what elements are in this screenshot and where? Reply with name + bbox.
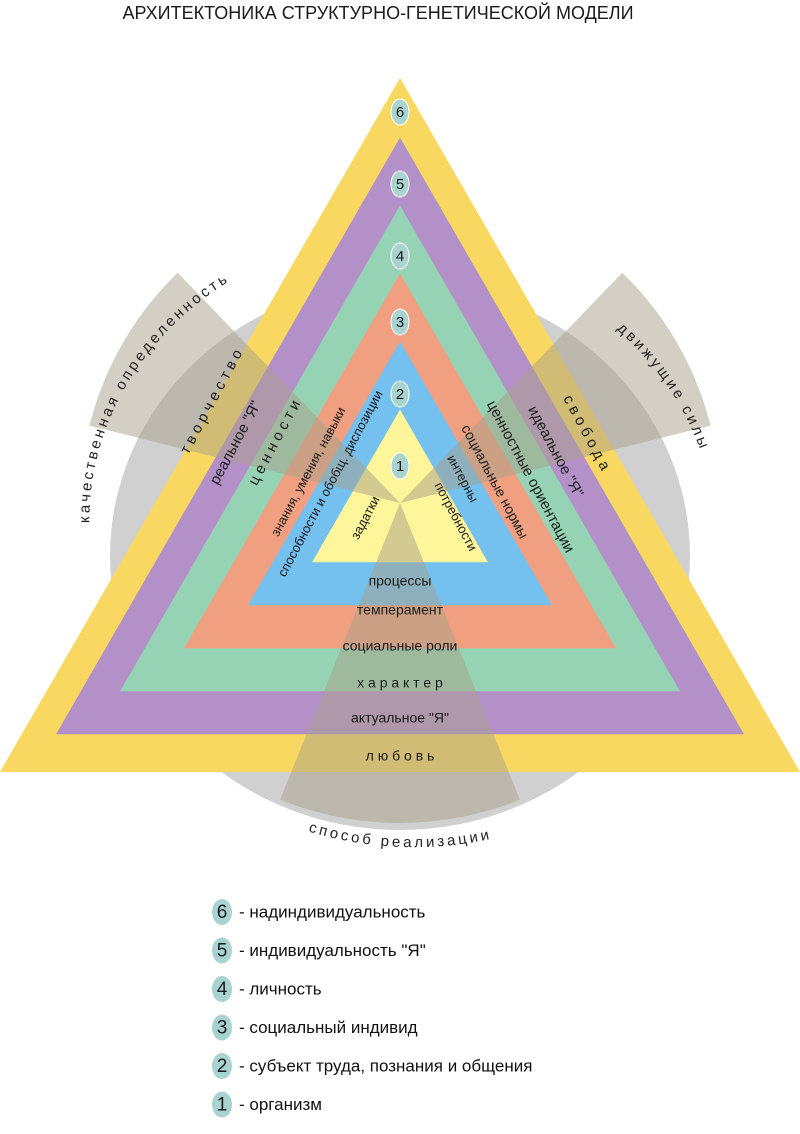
svg-text:5: 5	[217, 941, 228, 962]
svg-text:6: 6	[217, 902, 228, 923]
svg-text:3: 3	[396, 314, 404, 331]
badge-level-6: 6	[390, 98, 410, 126]
svg-text:4: 4	[396, 248, 404, 265]
sector-left	[89, 272, 400, 503]
level-5-bottom-label: актуальное "Я"	[351, 710, 449, 726]
legend-item-1: 1 - организм	[212, 1091, 322, 1118]
legend-item-2: 2 - субъект труда, познания и общения	[212, 1053, 532, 1079]
svg-text:4: 4	[217, 979, 228, 1000]
badge-level-1: 1	[390, 452, 410, 480]
legend-item-5: 5 - индивидуальность "Я"	[212, 937, 426, 964]
svg-text:- социальный индивид: - социальный индивид	[239, 1018, 418, 1037]
svg-text:5: 5	[396, 176, 404, 193]
nested-triangles	[0, 78, 800, 772]
sector-bottom	[280, 503, 520, 824]
svg-text:- субъект труда, познания и об: - субъект труда, познания и общения	[239, 1056, 532, 1075]
badge-level-3: 3	[390, 308, 410, 336]
legend-item-4: 4 - личность	[212, 976, 322, 1002]
legend: 6 - надиндивидуальность 5 - индивидуальност…	[212, 899, 532, 1118]
level-number-badges: 1 2 3 4 5 6	[390, 98, 410, 480]
svg-text:- личность: - личность	[239, 979, 322, 998]
svg-text:- индивидуальность "Я": - индивидуальность "Я"	[239, 941, 426, 960]
svg-text:1: 1	[217, 1095, 228, 1116]
svg-text:3: 3	[217, 1018, 228, 1039]
svg-text:- организм: - организм	[239, 1095, 322, 1114]
svg-text:- надиндивидуальность: - надиндивидуальность	[239, 902, 426, 921]
level-4-bottom-label: х а р а к т е р	[357, 675, 443, 691]
svg-text:6: 6	[396, 104, 404, 121]
level-2-bottom-label: темперамент	[357, 602, 444, 618]
sector-right	[400, 272, 711, 503]
level-3-bottom-label: социальные роли	[343, 638, 458, 654]
diagram-title: АРХИТЕКТОНИКА СТРУКТУРНО-ГЕНЕТИЧЕСКОЙ МО…	[122, 2, 633, 23]
svg-text:2: 2	[396, 386, 404, 403]
triangle-level-1	[312, 409, 488, 563]
legend-item-6: 6 - надиндивидуальность	[212, 899, 426, 925]
legend-item-3: 3 - социальный индивид	[212, 1014, 418, 1041]
badge-level-4: 4	[390, 242, 410, 270]
level-6-bottom-label: л ю б о в ь	[366, 748, 435, 764]
svg-text:2: 2	[217, 1056, 228, 1077]
circle-sectors	[89, 272, 711, 824]
badge-level-2: 2	[390, 380, 410, 408]
svg-text:1: 1	[396, 458, 404, 475]
level-1-bottom-label: процессы	[369, 573, 432, 589]
badge-level-5: 5	[390, 170, 410, 198]
